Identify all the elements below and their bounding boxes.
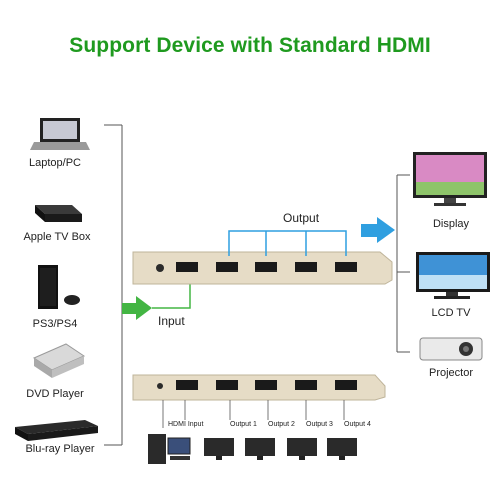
ps3-ps4-icon <box>38 265 80 309</box>
hdmi-in-port <box>176 262 198 272</box>
source-label-bluray: Blu-ray Player <box>25 443 95 455</box>
apple-tv-box-icon <box>35 205 82 222</box>
diagram-title: Support Device with Standard HDMI <box>69 34 431 57</box>
display-label-projector: Projector <box>428 367 474 379</box>
hdmi-out-port-4 <box>335 262 357 272</box>
rear-output-2-label: Output 2 <box>268 421 295 428</box>
laptop-icon <box>30 118 90 150</box>
rear-connectors <box>162 400 345 428</box>
hdmi-out-port-1 <box>216 262 238 272</box>
output-label: Output <box>283 211 320 225</box>
display-label-display: Display <box>432 218 470 230</box>
input-label: Input <box>158 314 185 328</box>
display-label-lcd-tv: LCD TV <box>431 307 471 319</box>
splitter-front <box>132 251 393 285</box>
splitter-rear <box>132 374 386 401</box>
dvd-player-icon <box>32 343 86 378</box>
display-monitor-icon <box>413 152 487 206</box>
small-monitor-icons <box>204 438 357 460</box>
input-connector-line <box>152 282 191 309</box>
rear-output-1-label: Output 1 <box>230 421 257 428</box>
blu-ray-player-icon <box>15 420 98 441</box>
output-arrow <box>361 217 395 243</box>
hdmi-out-port-2 <box>255 262 277 272</box>
input-arrow <box>122 296 152 320</box>
source-label-apple-tv: Apple TV Box <box>23 231 91 243</box>
source-bracket <box>104 124 123 446</box>
lcd-tv-icon <box>416 252 490 299</box>
hdmi-out-port-3 <box>295 262 317 272</box>
rear-hdmi-input-label: HDMI Input <box>168 421 204 428</box>
output-bracket <box>228 230 347 256</box>
source-label-laptop: Laptop/PC <box>29 157 81 169</box>
source-label-ps: PS3/PS4 <box>32 318 78 330</box>
projector-icon <box>419 337 483 361</box>
power-jack <box>156 264 164 272</box>
rear-output-4-label: Output 4 <box>344 421 371 428</box>
source-label-dvd: DVD Player <box>26 388 84 400</box>
pc-tower-icon <box>148 434 191 464</box>
rear-output-3-label: Output 3 <box>306 421 333 428</box>
display-bracket <box>396 174 410 353</box>
